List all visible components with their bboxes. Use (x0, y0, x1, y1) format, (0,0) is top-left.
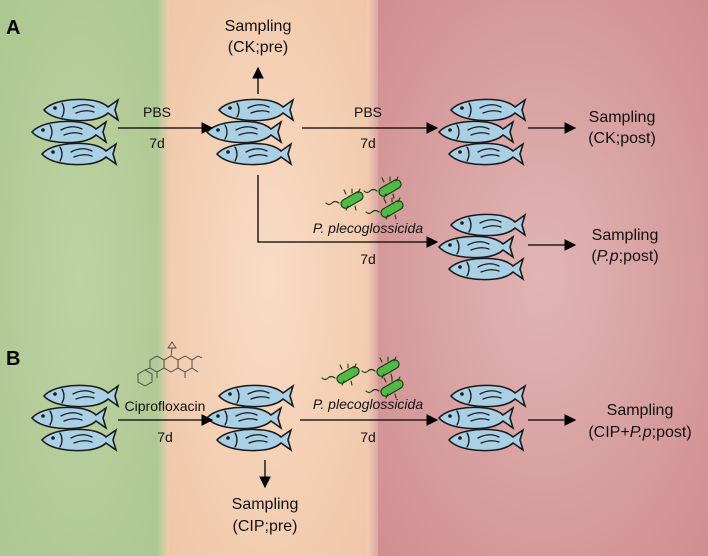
bacteria-icon (363, 176, 404, 199)
zone-blend-right (367, 0, 379, 556)
duration-label-1: 7d (149, 135, 165, 151)
fish-icon (207, 385, 293, 450)
bacteria-icon (321, 363, 362, 386)
arrow-infection-branch (257, 175, 439, 248)
duration-label-infection-a: 7d (360, 251, 376, 267)
duration-label-2: 7d (360, 135, 376, 151)
fish-icon (439, 214, 525, 279)
fish-icon (32, 99, 118, 164)
sampling-pp-post-title: Sampling (592, 227, 659, 244)
fish-icon (439, 385, 525, 450)
sampling-cip-pre-group: (CIP;pre) (233, 518, 298, 535)
fish-icon (32, 385, 118, 450)
duration-label-drug: 7d (157, 429, 173, 445)
sampling-ck-pre-group: (CK;pre) (228, 39, 288, 56)
sampling-cip-pre-title: Sampling (232, 496, 299, 513)
sampling-ck-post-group: (CK;post) (588, 130, 656, 147)
sampling-final-group: (CIP+P.p;post) (588, 424, 691, 441)
bacteria-icon (361, 356, 402, 379)
pbs-label-1: PBS (143, 104, 171, 120)
panel-a-label: A (6, 17, 20, 39)
bacteria-icon (325, 188, 366, 211)
infection-label-a: P. plecoglossicida (313, 220, 423, 236)
fish-icon (439, 99, 525, 164)
sampling-pp-post-group: (P.p;post) (591, 248, 658, 265)
sampling-ck-post-title: Sampling (589, 109, 656, 126)
pre-treatment-zone (0, 0, 160, 556)
infection-label-b: P. plecoglossicida (313, 396, 423, 412)
sampling-ck-pre-title: Sampling (225, 18, 292, 35)
bacteria-icon (365, 376, 406, 399)
zone-blend-left (158, 0, 170, 556)
infection-zone (378, 0, 708, 556)
duration-label-infection-b: 7d (360, 429, 376, 445)
sampling-final-title: Sampling (607, 402, 674, 419)
treatment-zone (169, 0, 369, 556)
fish-icon (207, 99, 293, 164)
ciprofloxacin-label: Ciprofloxacin (125, 398, 206, 414)
panel-b-label: B (6, 348, 20, 370)
bacteria-icon (365, 197, 406, 220)
pbs-label-2: PBS (354, 104, 382, 120)
ciprofloxacin-molecule-icon (137, 341, 203, 387)
